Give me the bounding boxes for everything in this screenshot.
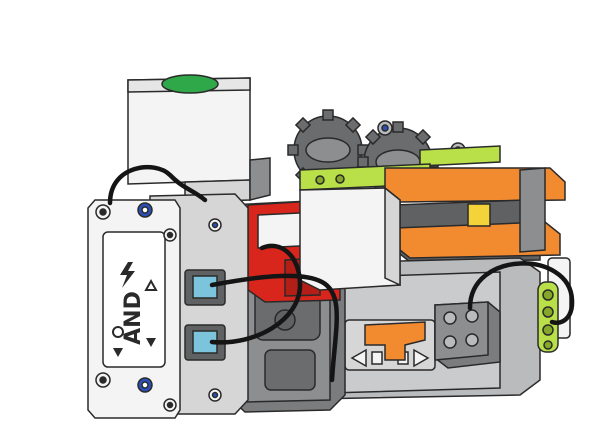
- gray-small-brick: [434, 301, 501, 369]
- cable-top: [107, 164, 208, 206]
- orange-beam-stack: [384, 167, 566, 263]
- triangle-icon-bottom: [113, 348, 123, 357]
- green-button: [161, 74, 219, 94]
- cable-right: [467, 261, 575, 325]
- lightning-bolt-icon: [120, 262, 135, 288]
- cable-input-b: [209, 243, 303, 345]
- and-gate-label: AND: [112, 262, 158, 357]
- gear-left: [287, 109, 369, 191]
- cables: [107, 164, 575, 383]
- triangle-icon-top: [144, 278, 158, 291]
- white-center-block: [299, 186, 401, 291]
- input-circle-icon: [112, 326, 124, 338]
- button-tower: [127, 77, 271, 203]
- triangle-icon-side: [146, 338, 156, 347]
- cable-input-a: [209, 273, 339, 383]
- and-gate-brick: [87, 193, 249, 419]
- logic-gate-text: AND: [121, 291, 146, 345]
